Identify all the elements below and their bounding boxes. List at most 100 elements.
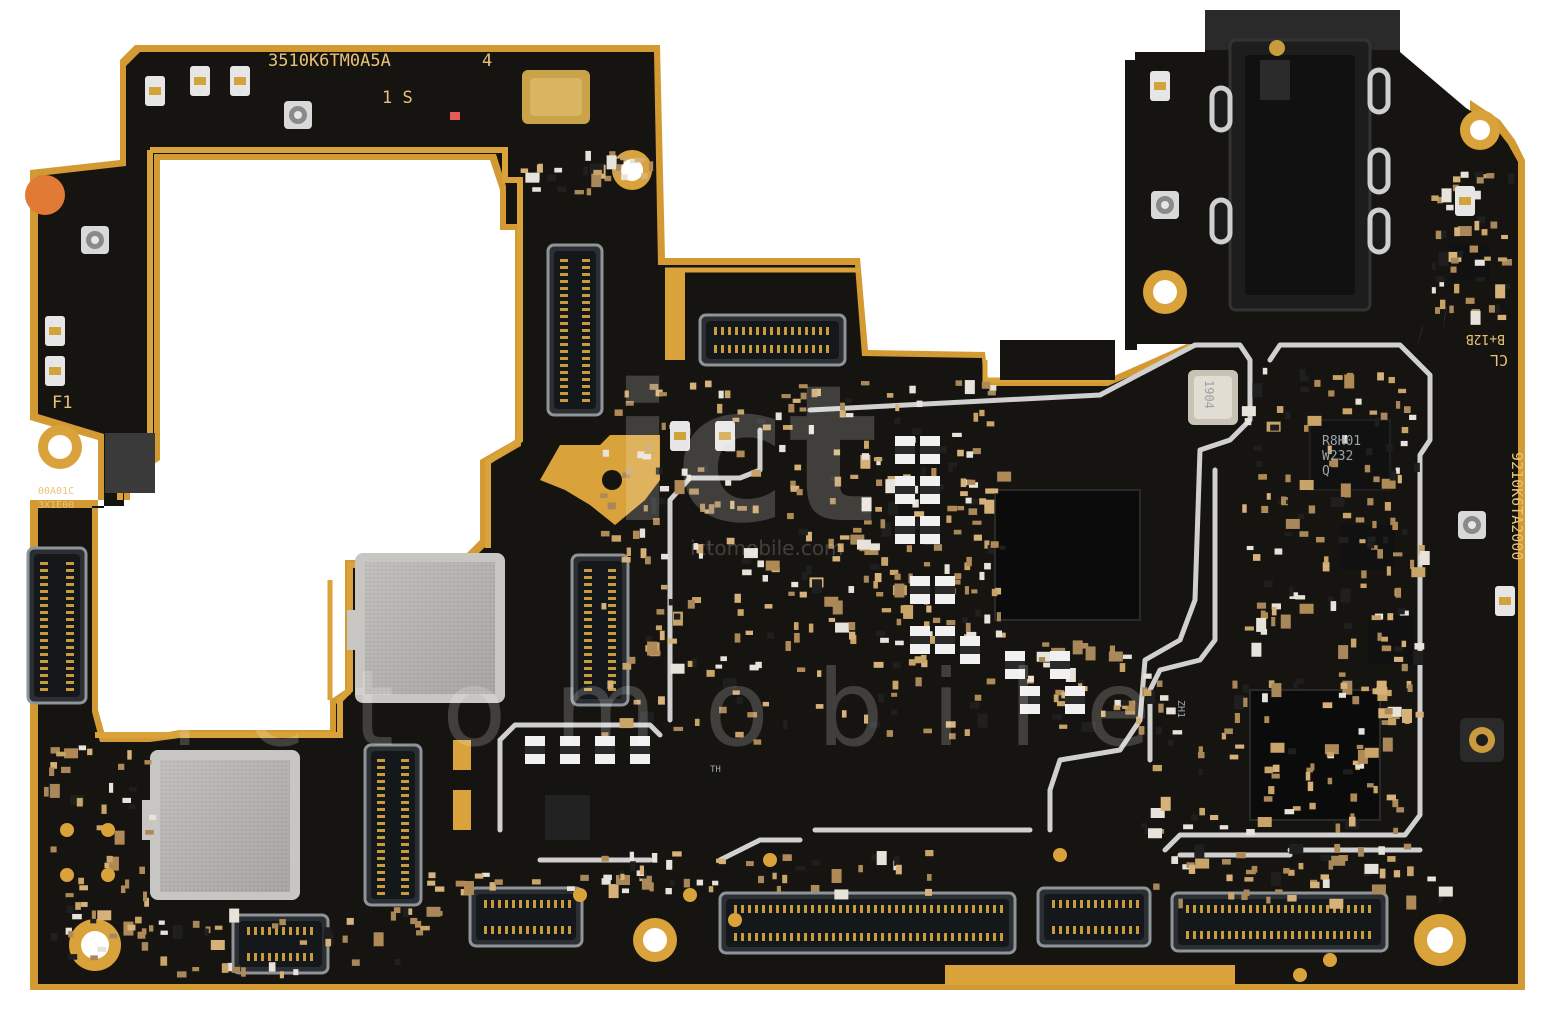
smd-part <box>602 449 609 457</box>
smd-part <box>915 677 922 687</box>
smd-part <box>120 885 126 894</box>
smd-part <box>1431 287 1436 294</box>
smd-part <box>72 913 82 920</box>
board-connector <box>468 886 584 948</box>
smd-part <box>1143 689 1152 696</box>
smd-part <box>1307 781 1314 792</box>
smd-part <box>1295 678 1304 684</box>
smd-part <box>808 424 814 435</box>
smd-part <box>835 622 850 633</box>
smd-part <box>1401 529 1408 536</box>
smd-part <box>990 541 999 548</box>
smd-part <box>128 804 136 810</box>
smd-part <box>687 660 695 668</box>
smd-part <box>762 575 769 582</box>
smd-part <box>1338 536 1349 543</box>
smd-part <box>964 380 975 395</box>
smd-part <box>1300 375 1309 382</box>
smd-part <box>1150 807 1165 818</box>
smd-part <box>1285 518 1300 529</box>
smd-part <box>758 875 765 884</box>
smd-part <box>808 623 814 633</box>
board-connector <box>570 553 630 707</box>
smd-part <box>1377 549 1384 559</box>
smd-part <box>66 905 74 914</box>
smd-part <box>880 519 886 529</box>
silk-1s: 1 S <box>382 88 413 108</box>
smd-part <box>692 658 697 668</box>
smd-part <box>673 613 681 620</box>
smd-part <box>1276 406 1284 413</box>
smd-part <box>1495 284 1506 299</box>
smd-part <box>1244 626 1254 631</box>
smd-part <box>1241 893 1248 900</box>
smd-part <box>653 518 660 526</box>
smd-part <box>1338 855 1348 862</box>
smd-part <box>1251 865 1258 873</box>
smd-part <box>984 540 990 549</box>
smd-part <box>870 564 880 570</box>
smd-part <box>1457 250 1463 258</box>
smd-part <box>1042 642 1050 647</box>
smd-part <box>1437 196 1444 204</box>
smd-part <box>50 747 60 754</box>
smd-part <box>141 928 147 935</box>
smd-part <box>1401 426 1409 434</box>
smd-part <box>600 530 610 537</box>
smd-part <box>118 763 125 770</box>
smd-part <box>873 457 883 462</box>
smd-part <box>574 189 584 195</box>
smd-part <box>1454 283 1460 294</box>
smd-part <box>850 474 859 479</box>
smd-part <box>611 535 622 542</box>
smd-part <box>987 545 994 554</box>
smd-part <box>624 390 629 398</box>
smd-part <box>881 608 892 613</box>
main-ics <box>105 245 1490 840</box>
smd-part <box>1495 304 1500 314</box>
smd-part <box>650 497 657 507</box>
smd-part <box>591 173 602 188</box>
smd-part <box>1245 869 1256 875</box>
smd-part <box>1287 748 1296 755</box>
smd-part <box>659 392 667 397</box>
smd-part <box>921 659 928 668</box>
rf-test-point <box>1458 511 1486 539</box>
gold-test-pad <box>763 853 777 867</box>
smd-part <box>1327 777 1333 785</box>
smd-part <box>1122 702 1128 710</box>
smd-part <box>1395 587 1401 598</box>
smd-part <box>926 873 932 881</box>
smd-part <box>661 553 669 560</box>
smd-part <box>1198 746 1203 753</box>
smd-part <box>745 861 754 867</box>
smd-part <box>955 380 963 386</box>
smd-part <box>1324 744 1339 755</box>
smd-part <box>911 428 922 435</box>
smd-part <box>971 589 978 594</box>
smd-part <box>414 920 422 928</box>
smd-part <box>782 854 792 861</box>
smd-part <box>1386 566 1391 576</box>
smd-part <box>620 873 625 880</box>
smd-part <box>1395 401 1401 409</box>
smd-part <box>747 712 758 718</box>
smd-part <box>50 846 57 853</box>
chip-pmic-line2: W232 <box>1322 449 1353 464</box>
smd-part <box>1374 417 1380 427</box>
smd-part <box>43 786 49 797</box>
silk-4: 4 <box>482 51 492 71</box>
smd-part <box>1284 532 1293 537</box>
smd-part <box>1253 554 1261 561</box>
smd-part <box>1322 879 1330 888</box>
smd-part <box>965 622 971 632</box>
smd-part <box>812 579 823 594</box>
smd-part <box>323 931 334 946</box>
smd-part <box>924 621 930 630</box>
smd-part <box>402 907 409 918</box>
silk-side-a: 00A01C <box>38 486 74 497</box>
smd-part <box>810 884 820 892</box>
smd-part <box>1411 567 1426 578</box>
smd-part <box>787 512 794 520</box>
smd-part <box>834 889 849 900</box>
